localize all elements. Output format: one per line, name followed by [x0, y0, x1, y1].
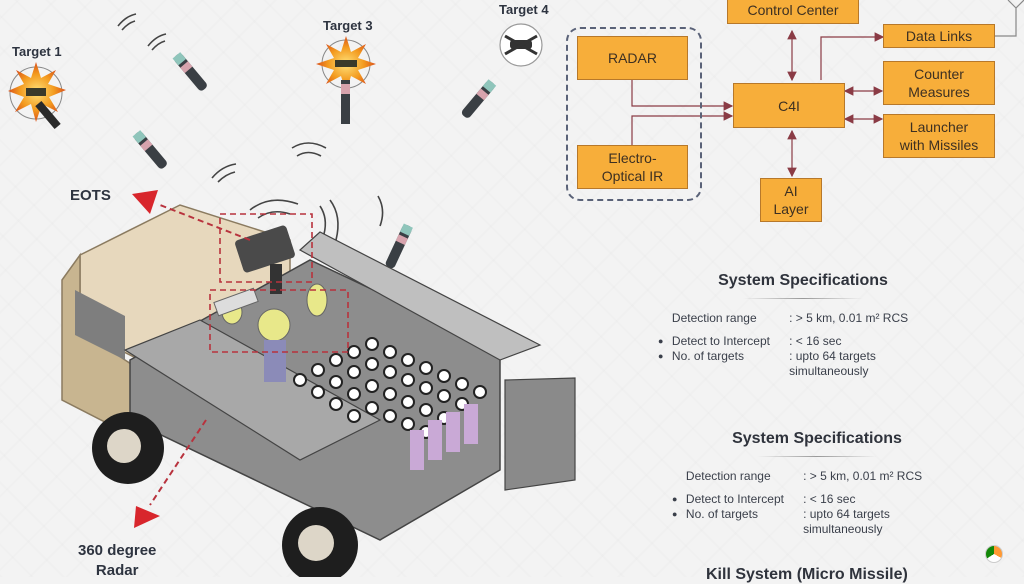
- antenna-icon: [995, 0, 1024, 37]
- node-electro-optical-ir: Electro- Optical IR: [577, 145, 688, 189]
- spec-value: : > 5 km, 0.01 m² RCS: [789, 311, 909, 325]
- bullet-icon: ●: [658, 336, 664, 346]
- highlight-boxes: [209, 213, 349, 353]
- node-label: RADAR: [607, 50, 657, 66]
- target-4-drone-icon: [499, 23, 543, 67]
- spec-key: Detect to Intercept: [685, 492, 784, 506]
- node-counter-measures: Counter Measures: [883, 61, 995, 105]
- node-launcher-with-missiles: Launcher with Missiles: [883, 114, 995, 158]
- node-label: Control Center: [747, 2, 839, 18]
- spec-title: System Specifications: [718, 272, 888, 289]
- channel-logo-icon: [985, 545, 1003, 563]
- radar-label-line-1: 360 degree: [78, 542, 157, 559]
- node-label: Counter: [914, 66, 964, 82]
- edge-radar-c4i: [631, 80, 734, 111]
- eots-sensor-icon: [235, 225, 295, 294]
- eots-callout-arrow: [132, 190, 251, 241]
- kill-system-title: Kill System (Micro Missile): [706, 566, 908, 583]
- target-1-explosion-icon: [8, 62, 66, 130]
- edge-eoir-c4i: [631, 111, 734, 145]
- node-label: Electro-: [608, 150, 657, 166]
- node-radar: RADAR: [577, 36, 688, 80]
- spec-row: ● Detect to Intercept : < 16 sec: [672, 492, 962, 507]
- spec-key: Detection range: [685, 469, 771, 483]
- spec-value: : upto 64 targets simultaneously: [789, 349, 876, 378]
- node-label: Layer: [773, 201, 809, 217]
- node-c4i: C4I: [733, 83, 845, 128]
- spec-title: System Specifications: [732, 430, 902, 447]
- title-divider: [743, 298, 863, 299]
- system-specifications-2: System Specifications Detection range : >…: [672, 430, 962, 537]
- spec-value: : < 16 sec: [789, 334, 842, 348]
- target-4-label: Target 4: [499, 2, 549, 17]
- node-control-center: Control Center: [727, 0, 859, 24]
- wheel-icon: [92, 412, 358, 577]
- node-label: Launcher: [909, 119, 969, 135]
- node-label: C4I: [778, 97, 800, 114]
- eots-label: EOTS: [70, 187, 111, 204]
- spec-key: No. of targets: [671, 349, 744, 363]
- target-3-label: Target 3: [323, 18, 373, 33]
- spec-row: Detection range : > 5 km, 0.01 m² RCS: [658, 311, 948, 326]
- node-label: with Missiles: [899, 137, 979, 153]
- node-ai-layer: AI Layer: [760, 178, 822, 222]
- sensor-group: [566, 27, 702, 201]
- system-specifications-1: System Specifications Detection range : >…: [658, 272, 948, 379]
- node-label: Optical IR: [601, 168, 664, 184]
- target-1-label: Target 1: [12, 44, 62, 59]
- spec-key: Detect to Intercept: [671, 334, 770, 348]
- bullet-icon: ●: [658, 351, 664, 361]
- node-label: AI: [784, 183, 798, 199]
- radar-label: 360 degree Radar: [78, 541, 156, 581]
- bullet-icon: ●: [672, 509, 678, 519]
- radar-callout-arrow: [134, 419, 207, 528]
- node-label: Measures: [908, 84, 970, 100]
- signal-waves-icon: [117, 13, 384, 241]
- spec-key: No. of targets: [685, 507, 758, 521]
- spec-value: : < 16 sec: [803, 492, 856, 506]
- target-3-explosion-icon: [316, 36, 376, 124]
- node-data-links: Data Links: [883, 24, 995, 48]
- spec-value: : upto 64 targets simultaneously: [803, 507, 890, 536]
- spec-row: ● Detect to Intercept : < 16 sec: [658, 334, 948, 349]
- edge-c4i-datalinks: [820, 32, 885, 80]
- spec-row: ● No. of targets : upto 64 targets simulta…: [658, 349, 948, 379]
- spec-key: Detection range: [671, 311, 757, 325]
- spec-row: ● No. of targets : upto 64 targets simulta…: [672, 507, 962, 537]
- node-label: Data Links: [905, 28, 973, 44]
- radar-label-line-2: Radar: [95, 562, 139, 579]
- bullet-icon: ●: [672, 494, 678, 504]
- spec-value: : > 5 km, 0.01 m² RCS: [803, 469, 923, 483]
- spec-row: Detection range : > 5 km, 0.01 m² RCS: [672, 469, 962, 484]
- missile-icon: [132, 52, 497, 269]
- title-divider: [757, 456, 877, 457]
